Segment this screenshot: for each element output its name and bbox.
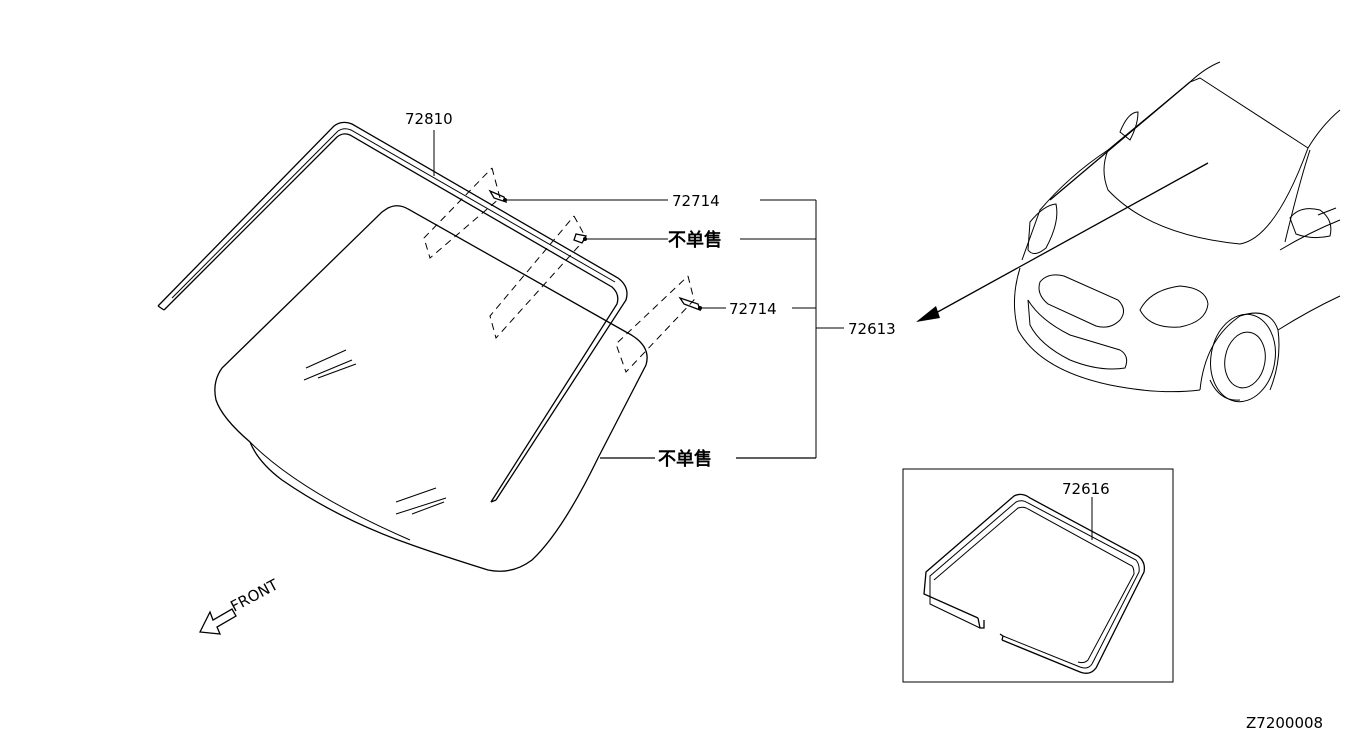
clip-lower[interactable] <box>615 275 702 373</box>
part-number-72613: 72613 <box>848 320 896 338</box>
not-sold-separately-label-1: 不单售 <box>668 229 722 251</box>
part-number-72714-upper: 72714 <box>672 192 720 210</box>
front-arrow-icon: FRONT <box>198 575 282 635</box>
front-label: FRONT <box>227 575 281 615</box>
windshield-moulding[interactable] <box>157 121 628 503</box>
not-sold-separately-label-2: 不单售 <box>658 448 712 470</box>
part-number-72810: 72810 <box>405 110 453 128</box>
leader-lines <box>433 130 1093 540</box>
clip-middle[interactable] <box>489 215 588 340</box>
part-number-72616: 72616 <box>1062 480 1110 498</box>
inset-box <box>902 468 1174 683</box>
windshield-glass[interactable] <box>214 205 648 572</box>
car-illustration <box>916 61 1341 403</box>
diagram-code: Z7200008 <box>1246 714 1323 732</box>
part-number-72714-lower: 72714 <box>729 300 777 318</box>
dam-rubber[interactable] <box>923 493 1146 674</box>
